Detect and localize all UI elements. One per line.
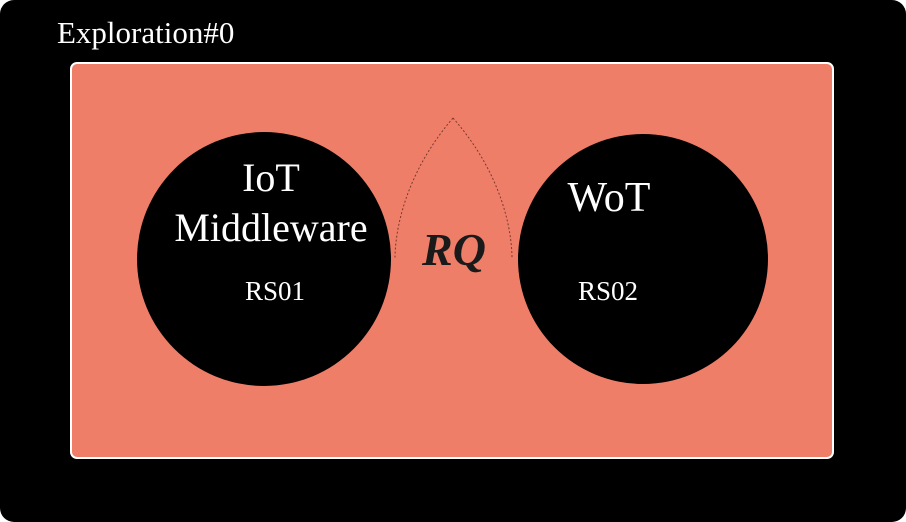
intersection-outline xyxy=(394,117,454,260)
right-set-name: WoT xyxy=(568,175,651,221)
diagram-title: Exploration#0 xyxy=(57,15,235,50)
intersection-region xyxy=(391,117,515,401)
intersection-outline xyxy=(452,117,513,260)
left-set-code: RS01 xyxy=(245,276,305,306)
left-set-circle xyxy=(137,132,391,386)
left-set-name-line2: Middleware xyxy=(174,205,367,250)
right-set-circle xyxy=(518,134,768,384)
left-set-name-line1: IoT xyxy=(242,155,300,200)
right-set-code: RS02 xyxy=(578,276,638,306)
intersection-label: RQ xyxy=(421,224,486,275)
